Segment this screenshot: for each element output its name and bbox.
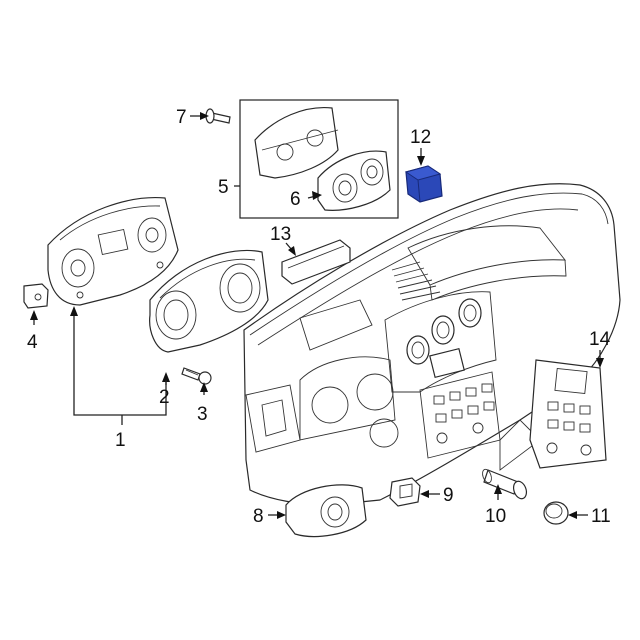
instrument-cluster-bezel (149, 249, 269, 353)
center-vents (406, 298, 482, 365)
screw-part-7 (205, 108, 231, 124)
switch-part-9 (389, 477, 421, 507)
callout-7: 7 (176, 107, 187, 128)
switch-strip-part-13 (281, 239, 351, 285)
cylinder-part-10 (482, 468, 528, 500)
callout-10: 10 (485, 506, 506, 527)
callout-5: 5 (218, 177, 229, 198)
callout-4: 4 (27, 332, 38, 353)
climate-control-box (239, 99, 399, 219)
callout-8: 8 (253, 506, 264, 527)
callout-14: 14 (589, 329, 611, 350)
instrument-cluster-rear (47, 197, 179, 306)
highlighted-part-12 (404, 165, 443, 203)
headlight-switch-part-8 (285, 484, 367, 537)
radio-panel-part-14 (529, 359, 607, 469)
callout-3: 3 (197, 404, 208, 425)
callout-labels: 1 2 3 4 5 6 7 8 9 10 11 12 13 14 (27, 107, 611, 527)
dashboard-assembly (243, 183, 621, 506)
callout-6: 6 (290, 189, 301, 210)
callout-1: 1 (115, 430, 126, 451)
knob-part-11 (543, 501, 569, 525)
callout-9: 9 (443, 485, 454, 506)
callout-2: 2 (159, 387, 170, 408)
callout-11: 11 (591, 506, 611, 527)
leader-lines (30, 112, 604, 519)
bolt-part-3 (181, 367, 212, 385)
callout-13: 13 (270, 224, 291, 245)
callout-12: 12 (410, 127, 431, 148)
small-switch-part-4 (23, 283, 49, 309)
